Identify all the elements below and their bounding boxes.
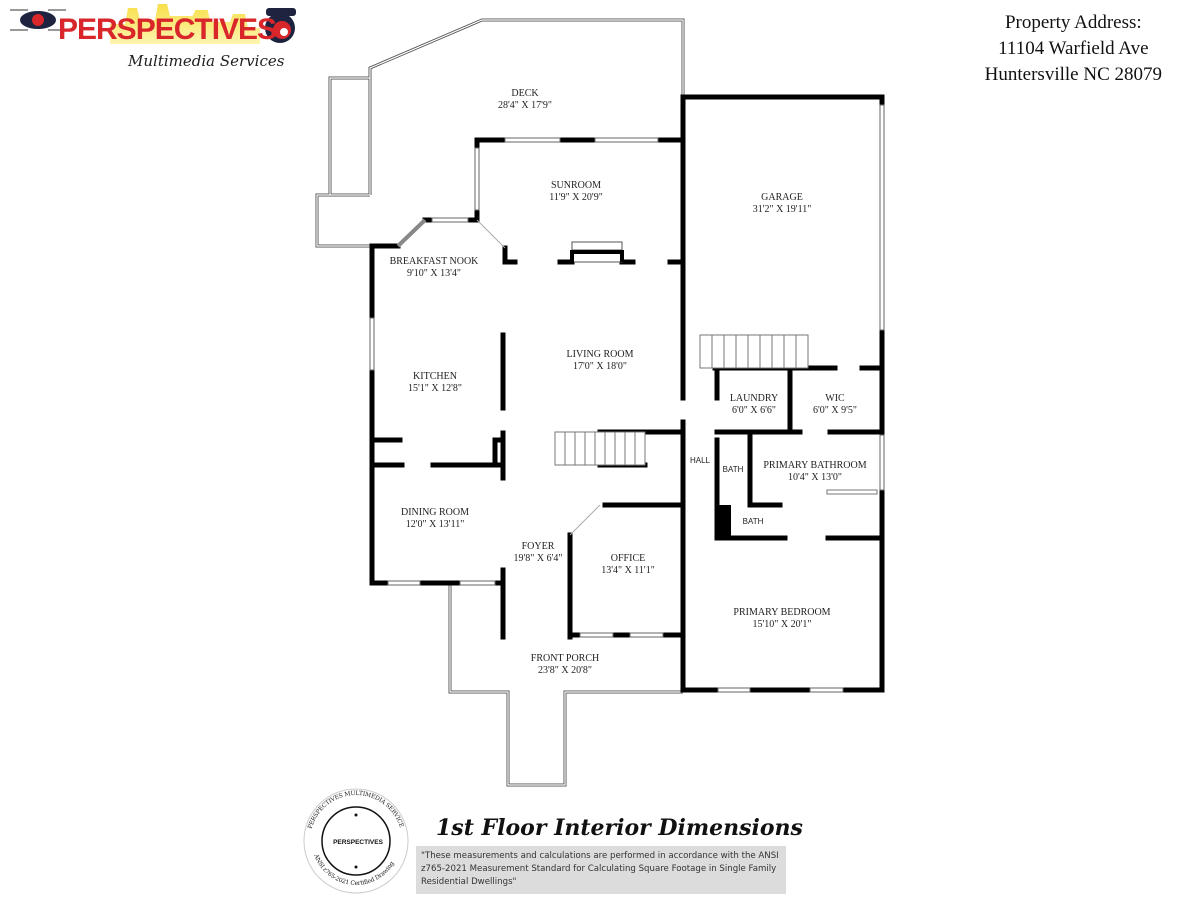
fireplace (560, 241, 624, 264)
walls (369, 94, 885, 693)
seal-center-text: PERSPECTIVES (333, 839, 384, 846)
windows (369, 104, 885, 693)
ansi-disclaimer: "These measurements and calculations are… (416, 846, 786, 894)
address-street: 11104 Warfield Ave (998, 38, 1149, 59)
address-label: Property Address: (1004, 12, 1142, 33)
address-city: Huntersville NC 28079 (984, 64, 1162, 85)
drone-icon (10, 9, 66, 31)
logo-brand-text: PERSPECTIVES (58, 13, 277, 46)
room-bath-1: BATH (722, 465, 744, 474)
certification-seal: PERSPECTIVES MULTIMEDIA SERVICES ANSI z7… (300, 780, 410, 895)
stairs (554, 334, 809, 466)
floor-title: 1st Floor Interior Dimensions (436, 815, 803, 841)
company-logo: PERSPECTIVES Multimedia Services (0, 0, 305, 78)
property-address: Property Address: 11104 Warfield Ave Hun… (985, 10, 1162, 88)
logo-tagline: Multimedia Services (128, 52, 285, 70)
room-bath-2: BATH (742, 517, 764, 526)
shower-bench (826, 489, 878, 495)
room-hall: HALL (689, 456, 711, 465)
camera-icon (265, 8, 296, 43)
